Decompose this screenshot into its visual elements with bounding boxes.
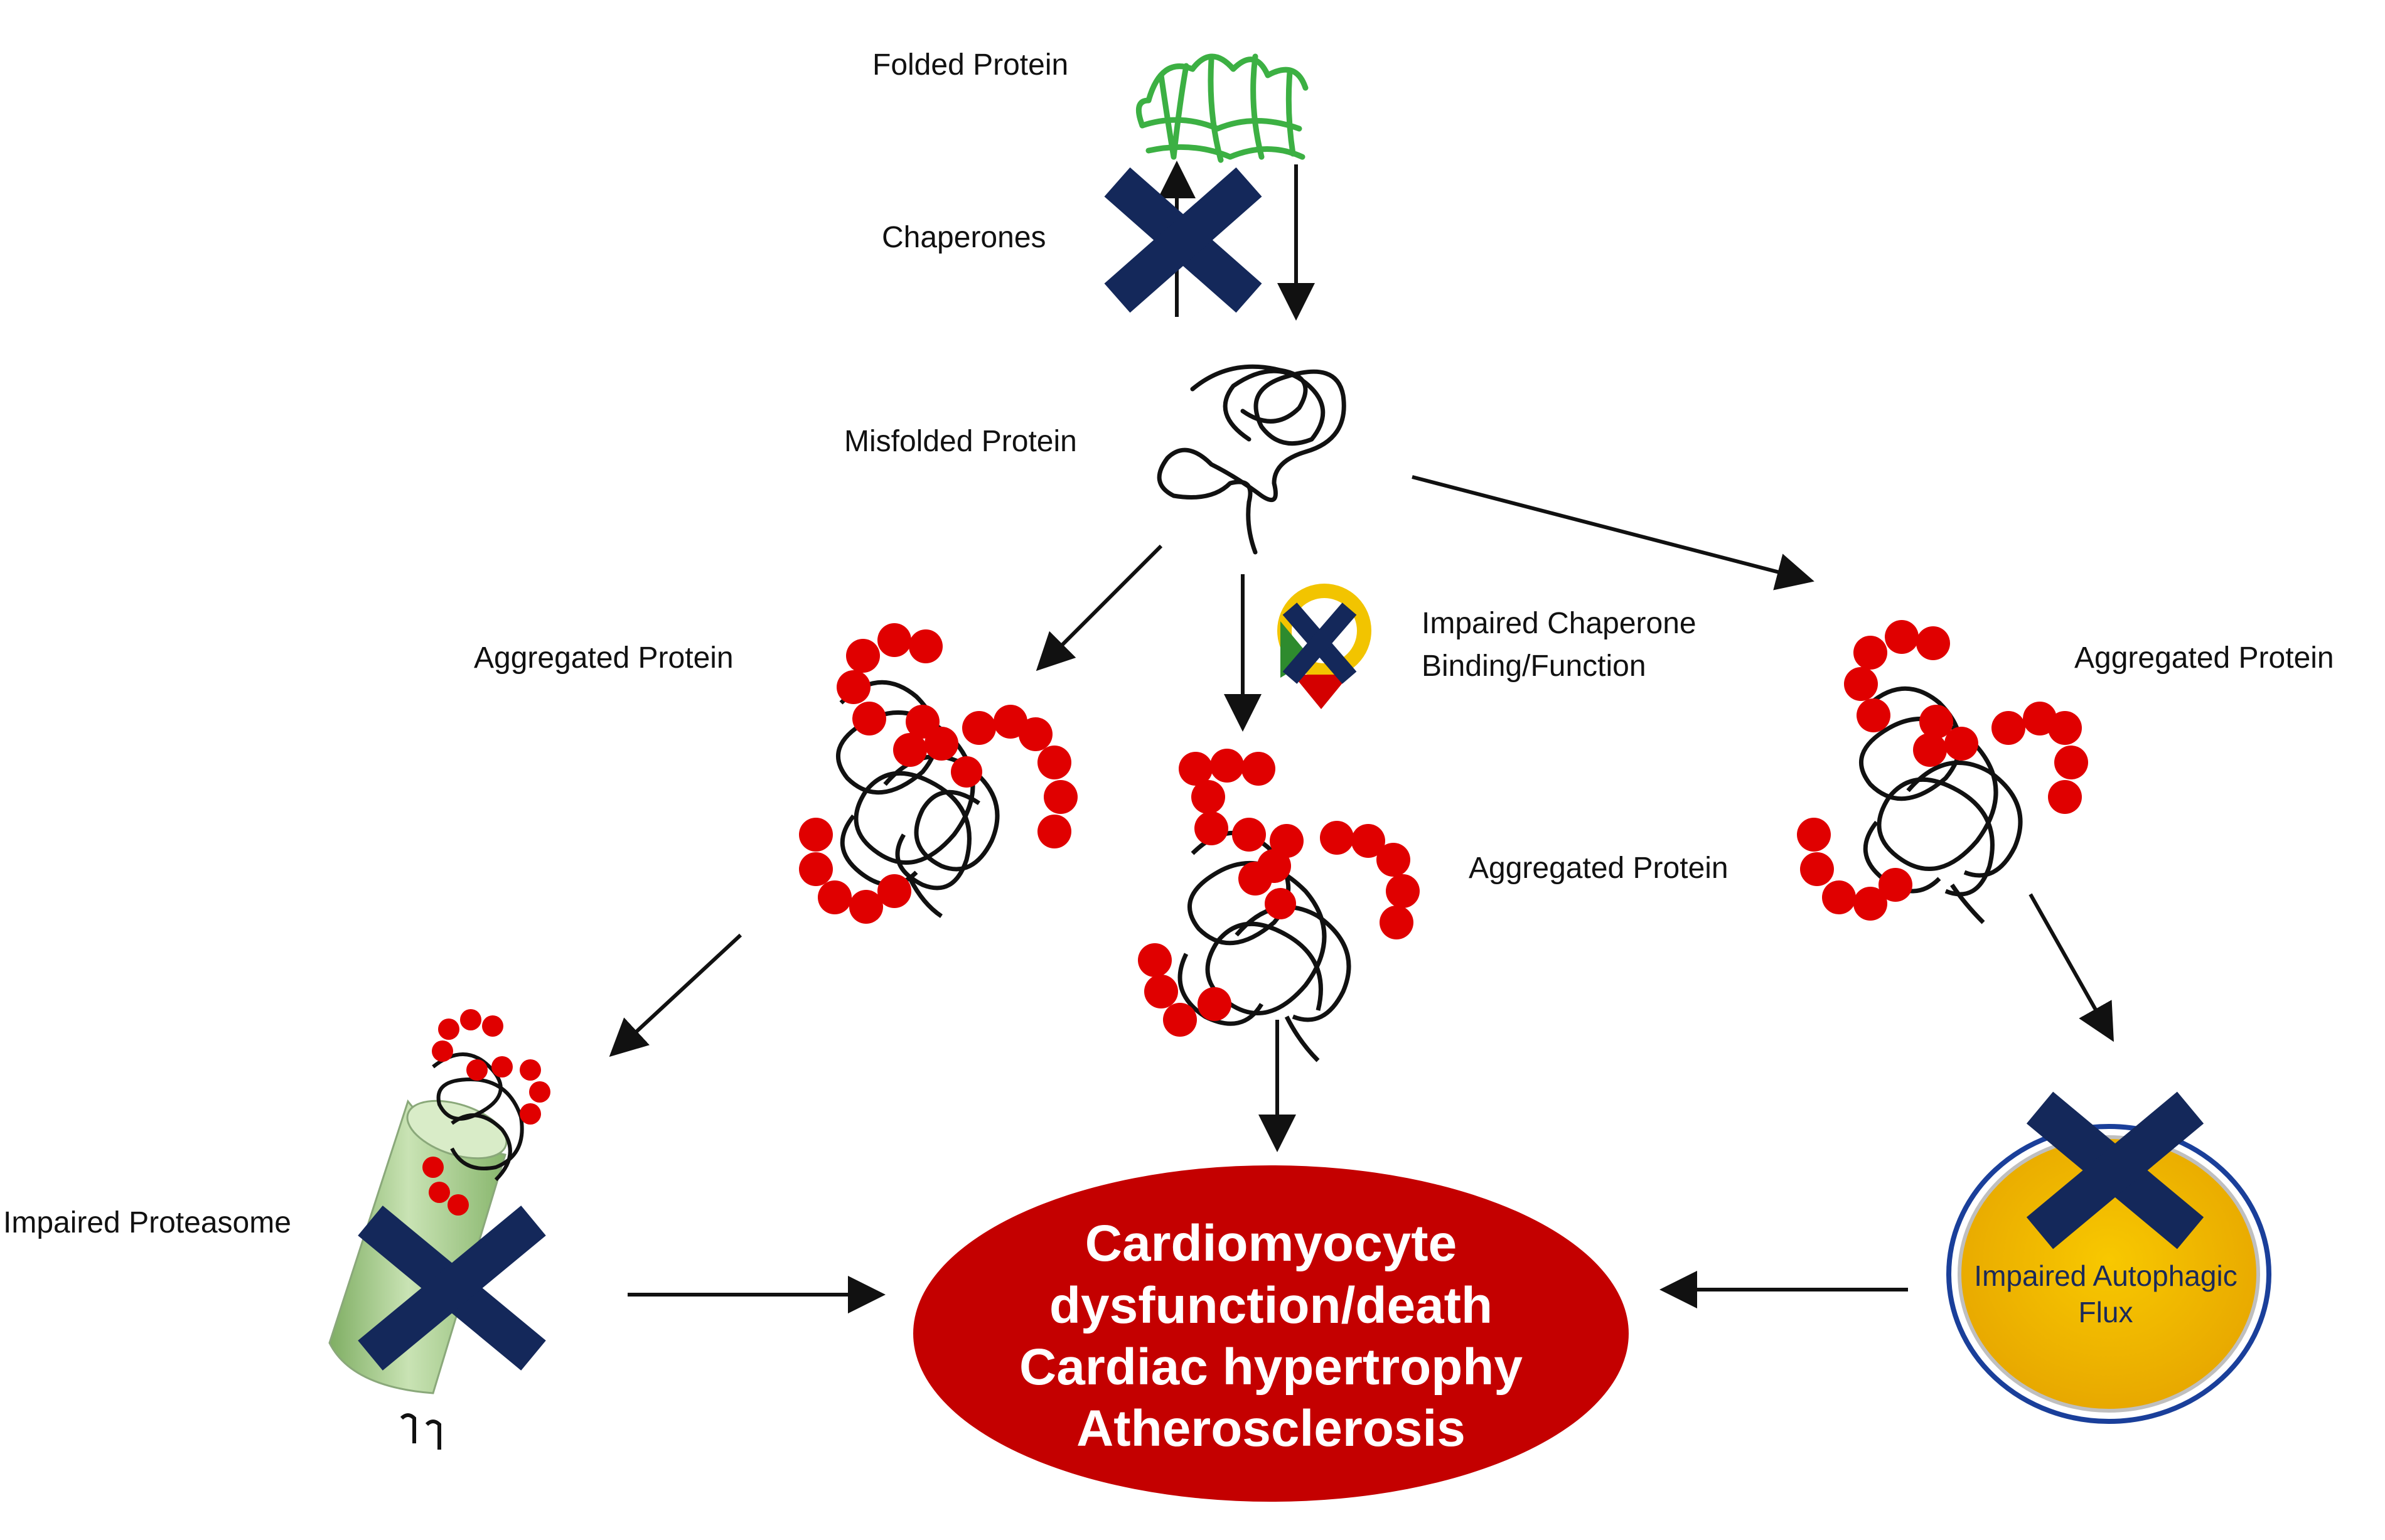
impaired-chaperone-icon	[1277, 584, 1371, 709]
label-aggregated-protein-center: Aggregated Protein	[1469, 852, 1728, 885]
label-impaired-chaperone-line2: Binding/Function	[1422, 650, 1646, 683]
outcome-line-3: Cardiac hypertrophy	[1019, 1339, 1523, 1396]
arrow-misfold-to-left-aggregate	[1036, 544, 1163, 671]
outcome-line-2: dysfunction/death	[1049, 1276, 1493, 1334]
outcome-ellipse	[913, 1165, 1629, 1502]
folded-protein-icon	[1135, 53, 1309, 163]
label-impaired-proteasome: Impaired Proteasome	[3, 1206, 291, 1239]
arrow-aggregate-to-proteasome	[609, 933, 742, 1057]
outcome-line-4: Atherosclerosis	[1076, 1400, 1466, 1458]
label-chaperones: Chaperones	[882, 221, 1046, 254]
label-impaired-autophagic-line1: Impaired Autophagic	[1974, 1259, 2238, 1292]
aggregated-protein-right-icon	[1797, 620, 2088, 924]
label-impaired-autophagic-line2: Flux	[2078, 1295, 2133, 1329]
label-impaired-autophagic-flux: Impaired Autophagic Flux	[1958, 1258, 2253, 1330]
proteasome-icon	[328, 1009, 550, 1450]
arrow-aggregate-to-autophagy	[2029, 893, 2114, 1042]
label-folded-protein: Folded Protein	[872, 48, 1069, 82]
outcome-line-1: Cardiomyocyte	[1085, 1215, 1457, 1273]
label-impaired-chaperone-line1: Impaired Chaperone	[1422, 607, 1696, 640]
outcome-text: Cardiomyocyte dysfunction/death Cardiac …	[913, 1180, 1629, 1494]
autophagosome-icon	[1946, 1091, 2271, 1424]
aggregated-protein-center-icon	[1138, 749, 1420, 1062]
label-aggregated-protein-right: Aggregated Protein	[2074, 641, 2334, 675]
arrow-misfold-to-right-aggregate	[1412, 475, 1814, 591]
misfolded-protein-icon	[1157, 364, 1346, 555]
chaperone-block-x-icon	[1104, 167, 1262, 313]
aggregated-protein-left-icon	[799, 623, 1078, 924]
label-aggregated-protein-left: Aggregated Protein	[474, 641, 734, 675]
label-misfolded-protein: Misfolded Protein	[844, 425, 1077, 458]
